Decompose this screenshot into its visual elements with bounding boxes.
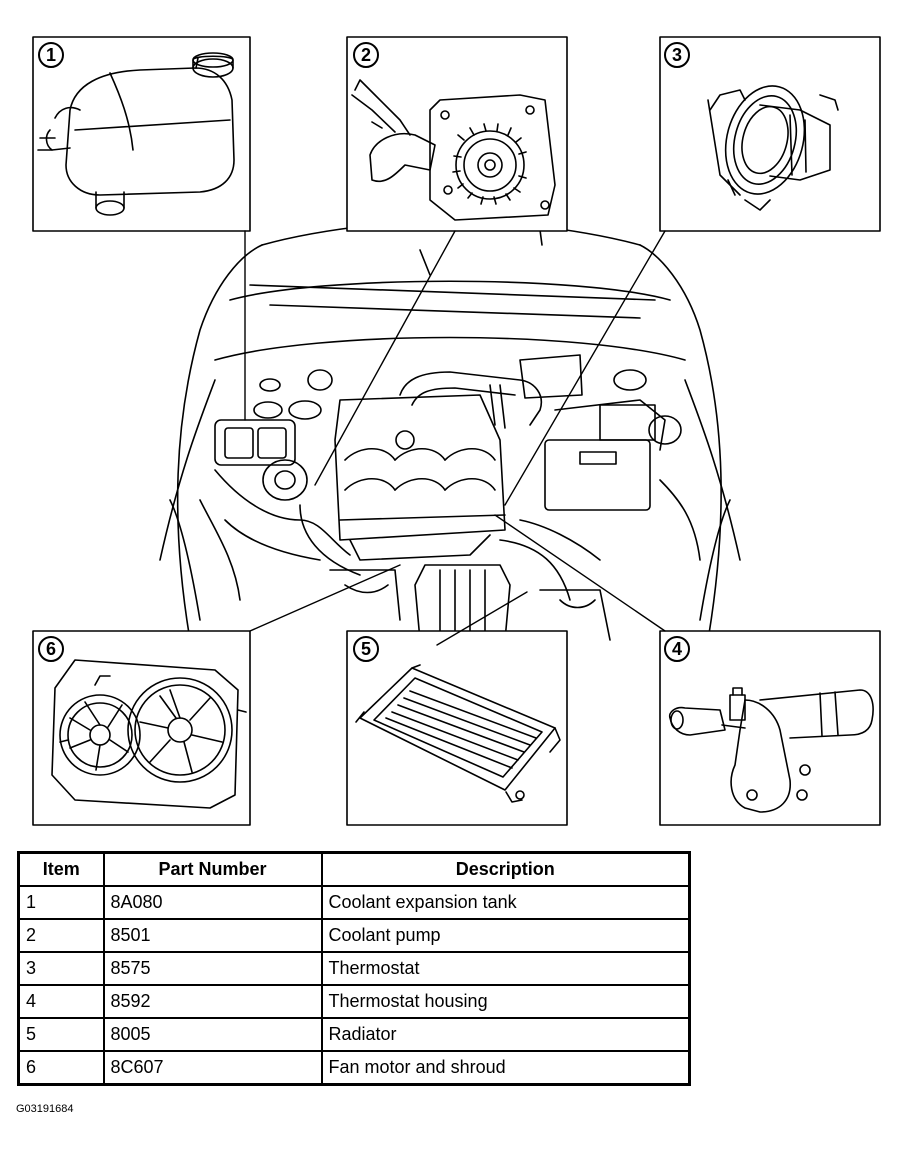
parts-table: Item Part Number Description 1 8A080 Coo…	[17, 851, 691, 1086]
callout-number-2: 2	[353, 42, 379, 68]
cell-part-number: 8575	[102, 951, 323, 986]
table-row: 2 8501 Coolant pump	[17, 918, 691, 953]
table-row: 1 8A080 Coolant expansion tank	[17, 885, 691, 920]
svg-text:1: 1	[46, 45, 56, 65]
cell-item: 4	[17, 984, 105, 1019]
callout-number-1: 1	[38, 42, 64, 68]
engine-bay-diagram: 1 2 3 4 5 6	[32, 36, 881, 826]
table-row: 6 8C607 Fan motor and shroud	[17, 1050, 691, 1086]
table-row: 4 8592 Thermostat housing	[17, 984, 691, 1019]
figure-id: G03191684	[16, 1103, 74, 1115]
cell-part-number: 8A080	[102, 885, 323, 920]
cell-item: 3	[17, 951, 105, 986]
leader-lines	[244, 230, 666, 646]
callout-number-5: 5	[353, 636, 379, 662]
callout-number-4: 4	[664, 636, 690, 662]
table-header-row: Item Part Number Description	[17, 851, 691, 887]
table-row: 3 8575 Thermostat	[17, 951, 691, 986]
header-item: Item	[17, 851, 105, 887]
cell-item: 5	[17, 1017, 105, 1052]
table-row: 5 8005 Radiator	[17, 1017, 691, 1052]
svg-text:4: 4	[672, 639, 682, 659]
svg-text:6: 6	[46, 639, 56, 659]
cell-part-number: 8501	[102, 918, 323, 953]
cell-part-number: 8005	[102, 1017, 323, 1052]
cell-description: Fan motor and shroud	[320, 1050, 691, 1086]
fan-motor-shroud-drawing	[51, 659, 247, 809]
callout-box-2	[346, 36, 568, 232]
callout-number-3: 3	[664, 42, 690, 68]
radiator-drawing	[355, 664, 561, 803]
cell-description: Thermostat housing	[320, 984, 691, 1019]
callout-box-3	[659, 36, 881, 232]
coolant-expansion-tank-drawing	[37, 52, 235, 216]
callout-box-6	[32, 630, 251, 826]
callout-box-1	[32, 36, 251, 232]
cell-description: Radiator	[320, 1017, 691, 1052]
header-part-number: Part Number	[102, 851, 323, 887]
cell-description: Thermostat	[320, 951, 691, 986]
thermostat-drawing	[707, 85, 839, 211]
callout-box-4	[659, 630, 881, 826]
cell-item: 1	[17, 885, 105, 920]
cell-item: 6	[17, 1050, 105, 1086]
engine-compartment-illustration	[159, 219, 741, 641]
cell-item: 2	[17, 918, 105, 953]
cell-description: Coolant pump	[320, 918, 691, 953]
cell-part-number: 8C607	[102, 1050, 323, 1086]
thermostat-housing-drawing	[668, 687, 874, 813]
cell-part-number: 8592	[102, 984, 323, 1019]
header-description: Description	[320, 851, 691, 887]
cell-description: Coolant expansion tank	[320, 885, 691, 920]
coolant-pump-drawing	[351, 79, 556, 221]
callout-box-5	[346, 630, 568, 826]
svg-text:5: 5	[361, 639, 371, 659]
svg-text:3: 3	[672, 45, 682, 65]
svg-text:2: 2	[361, 45, 371, 65]
callout-number-6: 6	[38, 636, 64, 662]
